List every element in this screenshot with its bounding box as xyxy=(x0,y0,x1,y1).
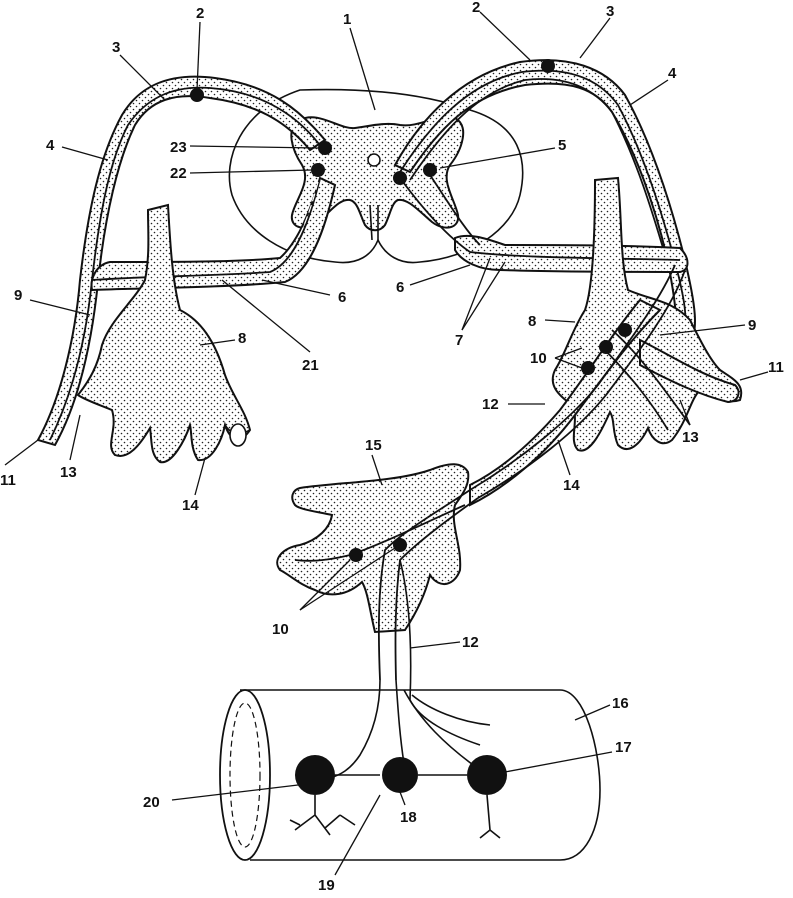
label-18: 18 xyxy=(400,809,417,826)
label-2-right: 2 xyxy=(472,0,480,16)
cell-dorsal-right xyxy=(541,59,555,73)
organ-fiber-c xyxy=(403,689,481,771)
organ-cylinder-end xyxy=(219,689,271,861)
organ-fiber-a xyxy=(329,679,381,779)
label-13-right: 13 xyxy=(682,429,699,446)
cell-5a xyxy=(393,171,407,185)
label-23: 23 xyxy=(170,139,187,156)
cell-10a xyxy=(581,361,595,375)
label-15: 15 xyxy=(365,437,382,454)
cell-10e xyxy=(393,538,407,552)
label-11-left: 11 xyxy=(0,472,16,489)
label-21: 21 xyxy=(302,357,319,374)
cell-10b xyxy=(599,340,613,354)
label-19: 19 xyxy=(318,877,335,894)
right-chain-fiber-a xyxy=(469,264,676,491)
label-17: 17 xyxy=(615,739,632,756)
label-9-right: 9 xyxy=(748,317,756,334)
leader-lines xyxy=(4,11,769,876)
left-dorsal-fiber-1 xyxy=(49,86,323,441)
label-2-left: 2 xyxy=(196,5,204,22)
anterior-median-fissure xyxy=(369,204,379,241)
organ-fiber-d xyxy=(411,694,491,726)
label-3-left: 3 xyxy=(112,39,120,56)
right-chain-fiber-b xyxy=(477,269,686,499)
label-16: 16 xyxy=(612,695,629,712)
left-ventral-fiber-dash xyxy=(94,181,319,277)
cell-dorsal-left xyxy=(190,88,204,102)
label-6-left: 6 xyxy=(338,289,346,306)
label-8-right: 8 xyxy=(528,313,536,330)
right-ventral-fiber-2 xyxy=(429,174,481,246)
label-20: 20 xyxy=(143,794,160,811)
label-14-left: 14 xyxy=(182,497,199,514)
spinal-cord-outline xyxy=(228,88,524,264)
label-9-left: 9 xyxy=(14,287,22,304)
label-12-lower: 12 xyxy=(462,634,479,651)
right-dorsal-fiber-2 xyxy=(409,78,669,266)
label-10-right: 10 xyxy=(530,350,547,367)
label-14-right: 14 xyxy=(563,477,580,494)
label-5: 5 xyxy=(558,137,566,154)
label-10-lower: 10 xyxy=(272,621,289,638)
label-4-right: 4 xyxy=(668,65,677,82)
cell-22 xyxy=(311,163,325,177)
prevertebral-ganglion xyxy=(276,463,470,634)
intramural-cell-18 xyxy=(382,757,418,793)
right-chain-fiber-c xyxy=(611,329,691,426)
intramural-dendrites xyxy=(289,774,501,839)
label-8-left: 8 xyxy=(238,330,246,347)
cell-23 xyxy=(318,141,332,155)
left-sympathetic-ganglion xyxy=(76,203,252,464)
central-canal xyxy=(367,153,381,167)
cell-10c xyxy=(618,323,632,337)
label-22: 22 xyxy=(170,165,187,182)
organ-cylinder xyxy=(240,689,601,861)
label-1-top: 1 xyxy=(343,11,351,28)
prevertebral-fiber-a xyxy=(377,489,471,681)
label-12-upper: 12 xyxy=(482,396,499,413)
label-4-left: 4 xyxy=(46,137,55,154)
label-3-right: 3 xyxy=(606,3,614,20)
organ-cylinder-end-inner xyxy=(229,702,261,848)
right-lateral-ramus xyxy=(639,338,740,404)
intramural-cell-20 xyxy=(295,755,335,795)
organ-fiber-b xyxy=(395,679,406,771)
cell-5b xyxy=(423,163,437,177)
intramural-cell-17 xyxy=(467,755,507,795)
label-6-right: 6 xyxy=(396,279,404,296)
left-ventral-fiber xyxy=(91,177,321,281)
label-11-right: 11 xyxy=(768,359,784,376)
right-chain-fiber-d xyxy=(599,344,669,431)
label-7: 7 xyxy=(455,332,463,349)
left-gray-ramus-end xyxy=(229,423,247,447)
label-13-left: 13 xyxy=(60,464,77,481)
cell-10d xyxy=(349,548,363,562)
